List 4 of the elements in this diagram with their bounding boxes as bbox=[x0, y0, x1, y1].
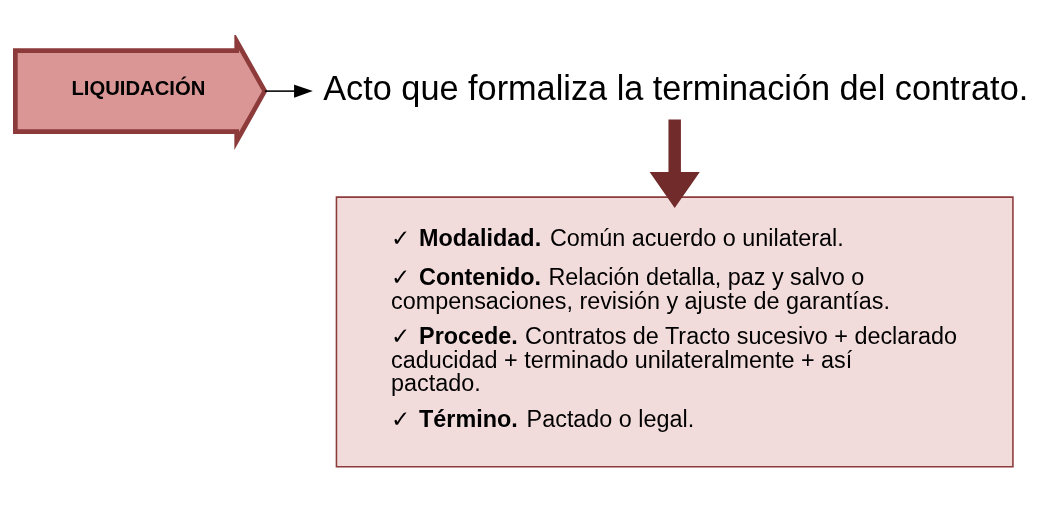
node-text: Acto que formaliza la terminación del contrato. bbox=[323, 68, 1029, 107]
arrow bbox=[264, 84, 313, 98]
arrow bbox=[649, 119, 700, 208]
node-box: ✓ Modalidad. Común acuerdo o unilateral. ✓ Contenido. Relación detalla, paz y salvo o compensaciones, revisión y ajuste de garantías. ✓ Procede. Contratos de Tracto sucesivo + declarado caducidad + terminado unilateralmente + así pactado. ✓ Término. Pactado o legal. bbox=[335, 196, 1014, 468]
